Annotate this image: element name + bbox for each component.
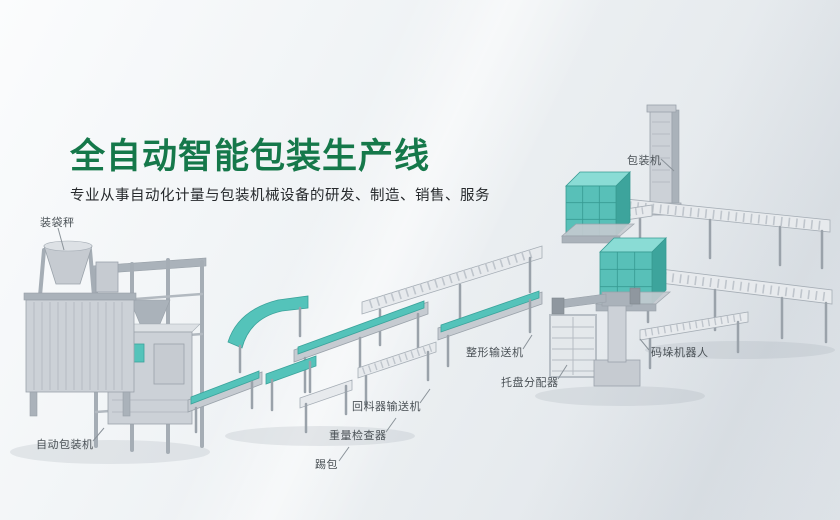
robot-outfeed-conveyor bbox=[639, 311, 749, 370]
gantry-outfeed-conveyor bbox=[187, 370, 263, 434]
machine-label-pallet-dispenser: 托盘分配器 bbox=[501, 377, 559, 389]
bag-kicker-conveyor bbox=[299, 379, 353, 434]
machine-label-palletizing-robot: 码垛机器人 bbox=[651, 347, 709, 359]
shaping-conveyor bbox=[437, 290, 543, 368]
machine-label-bagging-scale: 装袋秤 bbox=[40, 217, 75, 229]
label-leader-lines bbox=[57, 158, 675, 462]
pallet-load-upper bbox=[560, 171, 636, 244]
main-incline-conveyor bbox=[293, 300, 429, 394]
page-subtitle: 专业从事自动化计量与包装机械设备的研发、制造、销售、服务 bbox=[70, 188, 490, 204]
checkweigher-conveyor bbox=[265, 355, 317, 412]
curve-conveyor bbox=[227, 295, 309, 374]
ground-shadows bbox=[10, 341, 835, 464]
pallet-dispenser bbox=[549, 314, 597, 378]
return-feeder-conveyor bbox=[357, 341, 437, 406]
machine-label-bag-kicker: 踢包 bbox=[315, 459, 338, 471]
bagging-scale-machine bbox=[23, 240, 137, 417]
machine-label-packaging-machine: 包装机 bbox=[627, 155, 662, 167]
machine-label-return-feeder-conveyor: 回料器输送机 bbox=[352, 401, 421, 413]
page-title: 全自动智能包装生产线 bbox=[70, 137, 431, 176]
machine-label-shaping-conveyor: 整形输送机 bbox=[466, 347, 524, 359]
middle-roller-conveyor bbox=[361, 245, 543, 347]
machine-label-automatic-packing-machine: 自动包装机 bbox=[36, 439, 94, 451]
palletizing-robot bbox=[551, 287, 641, 387]
machine-label-weight-checker: 重量检查器 bbox=[329, 430, 387, 442]
